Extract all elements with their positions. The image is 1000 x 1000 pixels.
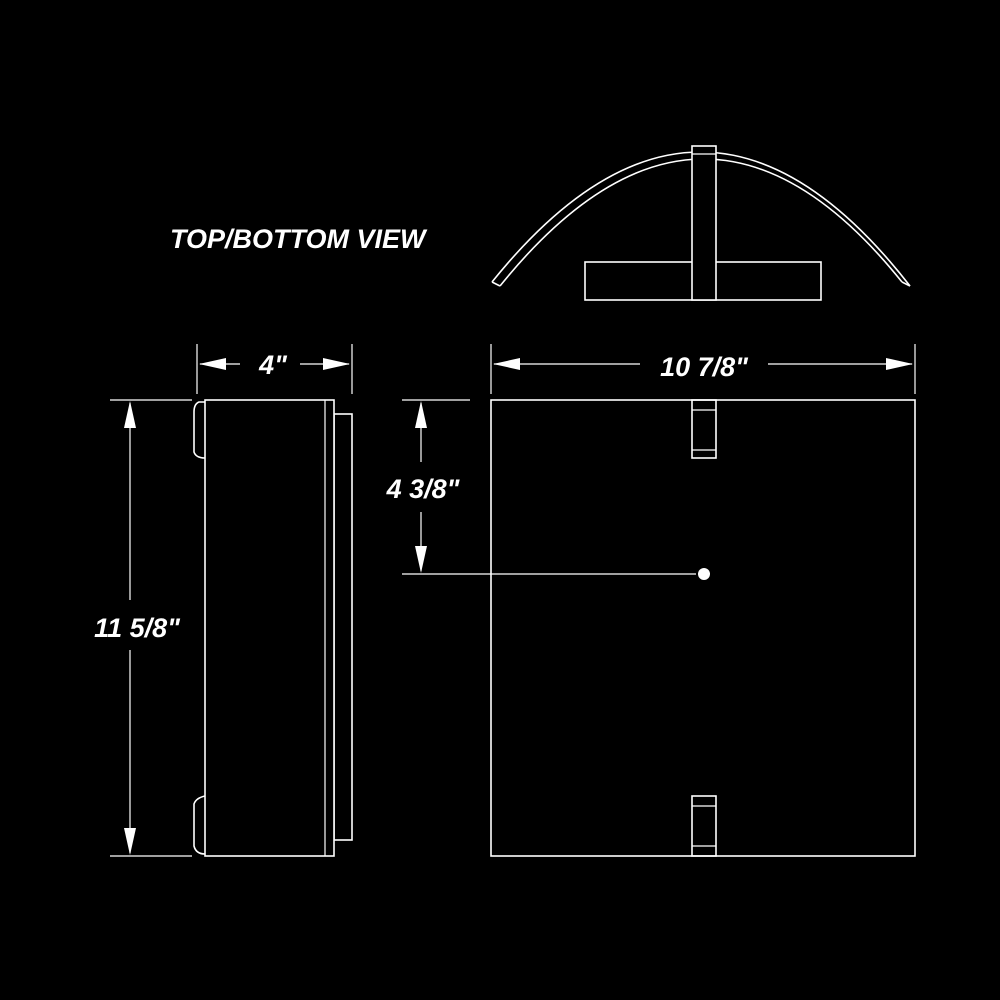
back-plate — [333, 413, 353, 841]
center-arrow-top — [415, 401, 427, 428]
width-arrow-right — [886, 358, 913, 370]
side-view — [193, 399, 353, 857]
height-arrow-top — [124, 401, 136, 428]
depth-dimension: 4" — [196, 344, 353, 394]
shade-arc-end-right — [901, 281, 911, 287]
depth-arrow-left — [199, 358, 226, 370]
center-point — [698, 568, 710, 580]
front-view — [490, 399, 916, 857]
width-arrow-left — [493, 358, 520, 370]
side-bottom-clip — [193, 795, 206, 855]
side-body — [204, 399, 335, 857]
height-label: 11 5/8" — [94, 613, 181, 643]
width-label: 10 7/8" — [660, 352, 749, 382]
center-stem — [691, 145, 717, 301]
front-panel — [490, 399, 916, 857]
bottom-bracket — [691, 795, 717, 857]
top-bottom-view: TOP/BOTTOM VIEW — [170, 145, 911, 301]
top-bracket — [691, 399, 717, 459]
center-arrow-bottom — [415, 546, 427, 573]
height-dimension: 11 5/8" — [94, 399, 192, 857]
shade-arc-end-left — [491, 281, 501, 287]
center-height-label: 4 3/8" — [386, 474, 461, 504]
depth-arrow-right — [323, 358, 350, 370]
height-arrow-bottom — [124, 828, 136, 855]
depth-label: 4" — [258, 350, 288, 380]
width-dimension: 10 7/8" — [490, 344, 916, 394]
center-height-dimension: 4 3/8" — [386, 399, 696, 575]
view-title: TOP/BOTTOM VIEW — [170, 224, 428, 254]
side-top-clip — [193, 401, 206, 459]
